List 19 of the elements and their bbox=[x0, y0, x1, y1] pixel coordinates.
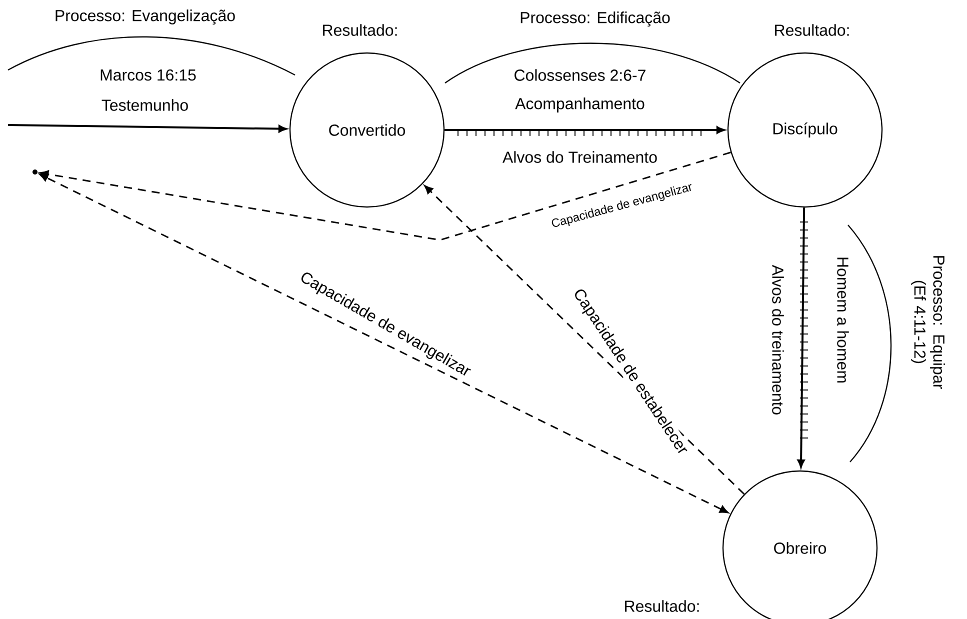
end-point bbox=[32, 170, 38, 174]
label-text: Processo: Edificação bbox=[518, 10, 672, 28]
label-text: Marcos 16:15 bbox=[98, 68, 198, 82]
arrow bbox=[40, 152, 731, 241]
arrow bbox=[444, 126, 725, 134]
arrow bbox=[8, 124, 287, 132]
result-label: Resultado: bbox=[323, 24, 397, 36]
edge-label: Testemunho bbox=[100, 98, 190, 112]
arrow bbox=[39, 174, 729, 514]
arrow bbox=[797, 208, 806, 468]
result-label: Resultado: bbox=[775, 24, 849, 36]
edge-label: Alvos do treinamento bbox=[771, 264, 785, 416]
label-text: Alvos do Treinamento bbox=[501, 150, 659, 164]
label-text: Colossenses 2:6-7 bbox=[512, 68, 648, 82]
label-text: Processo: Equipar (Ef 4:11-12) bbox=[910, 246, 946, 398]
result-label: Resultado: bbox=[625, 600, 699, 612]
label-text: Homem a homem bbox=[836, 255, 850, 385]
label-text: Processo: Evangelização bbox=[53, 8, 237, 26]
edge-label: Acompanhamento bbox=[514, 96, 646, 114]
